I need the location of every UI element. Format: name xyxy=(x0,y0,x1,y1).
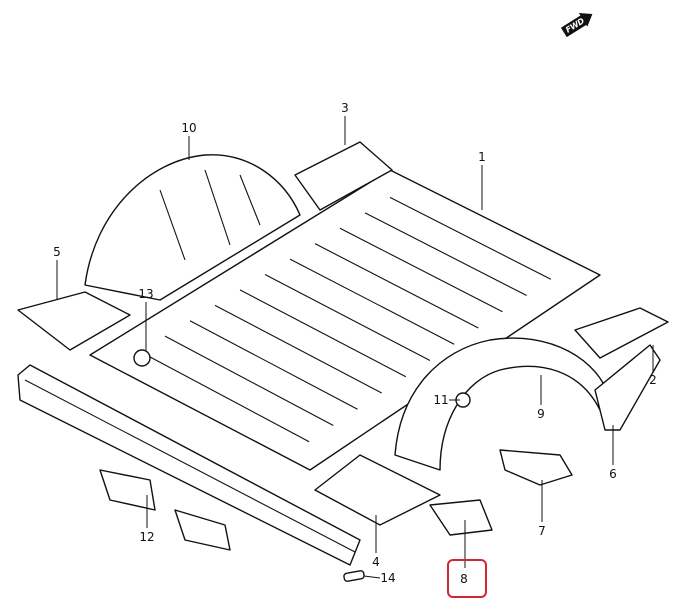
callout-3[interactable]: 3 xyxy=(341,101,349,115)
floor-rib xyxy=(389,196,552,280)
callout-10[interactable]: 10 xyxy=(181,121,197,135)
callout-6[interactable]: 6 xyxy=(609,467,617,481)
callout-13[interactable]: 13 xyxy=(138,287,154,301)
callout-11[interactable]: 11 xyxy=(433,393,449,407)
floor-rib xyxy=(364,212,527,296)
floor-panel xyxy=(89,169,601,471)
bracket-3 xyxy=(294,141,393,211)
bracket-2 xyxy=(574,307,669,359)
floor-rib xyxy=(264,274,431,361)
callout-2[interactable]: 2 xyxy=(649,373,657,387)
callout-7[interactable]: 7 xyxy=(538,524,546,538)
side-member-6 xyxy=(594,344,661,431)
floor-ribs xyxy=(139,196,552,443)
callout-12[interactable]: 12 xyxy=(139,530,155,544)
member-8 xyxy=(429,499,493,536)
crossmember-edge xyxy=(24,379,356,553)
floor-rib xyxy=(289,258,455,345)
leader-lines xyxy=(56,116,654,579)
callout-4[interactable]: 4 xyxy=(372,555,380,569)
floor-rib xyxy=(239,289,407,378)
grommet-13 xyxy=(133,349,151,367)
callout-9[interactable]: 9 xyxy=(537,407,545,421)
highlighted-callout-box xyxy=(447,559,487,598)
callout-5[interactable]: 5 xyxy=(53,245,61,259)
bracket-5 xyxy=(17,291,131,351)
callout-1[interactable]: 1 xyxy=(478,150,486,164)
plate-4 xyxy=(314,454,441,526)
member-7 xyxy=(499,449,573,486)
floor-rib xyxy=(164,335,334,426)
left-wheel-house-ribs xyxy=(159,169,261,261)
floor-rib xyxy=(214,304,382,394)
bracket-12b xyxy=(174,509,231,551)
callout-8[interactable]: 8 xyxy=(460,572,468,586)
floor-rib xyxy=(314,243,479,329)
floor-rib xyxy=(189,320,358,410)
bracket-12a xyxy=(99,469,156,511)
callout-14[interactable]: 14 xyxy=(380,571,396,585)
floor-rib xyxy=(339,227,503,313)
floor-rib xyxy=(139,351,310,443)
plug-14 xyxy=(343,570,365,582)
